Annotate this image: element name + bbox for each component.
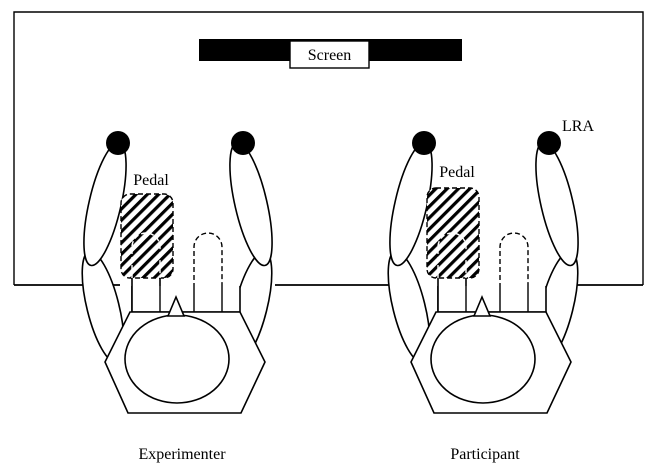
- table-outline: [13, 11, 644, 285]
- experimenter-nose: [166, 294, 186, 317]
- experimenter-head: [124, 314, 230, 404]
- participant-pedal-label: Pedal: [439, 164, 475, 181]
- participant-chair-seat: [437, 286, 547, 313]
- experimenter-label: Experimenter: [138, 446, 226, 463]
- experimenter-left-lra-dot: [106, 131, 130, 155]
- experimenter-right-lra-dot: [231, 131, 255, 155]
- participant-label: Participant: [450, 446, 520, 463]
- screen-label-box: [289, 40, 370, 69]
- lra-label: LRA: [562, 118, 594, 135]
- experimenter-pedal: [120, 193, 174, 279]
- experimenter-right-upper-arm: [229, 141, 273, 267]
- participant-left-lra-dot: [412, 131, 436, 155]
- participant-nose: [472, 294, 492, 317]
- participant-head: [430, 314, 536, 404]
- experimenter-chair-seat: [131, 286, 241, 313]
- screen-label: Screen: [308, 47, 352, 64]
- participant-left-leg-overlay: [437, 232, 467, 278]
- participant-right-lra-dot: [537, 131, 561, 155]
- participant-right-upper-arm: [535, 141, 579, 267]
- participant-pedal: [426, 187, 480, 279]
- experimenter-figure: [81, 131, 273, 414]
- experimenter-pedal-label: Pedal: [133, 172, 169, 189]
- experimenter-left-leg-overlay: [131, 232, 161, 278]
- participant-figure: [387, 131, 579, 414]
